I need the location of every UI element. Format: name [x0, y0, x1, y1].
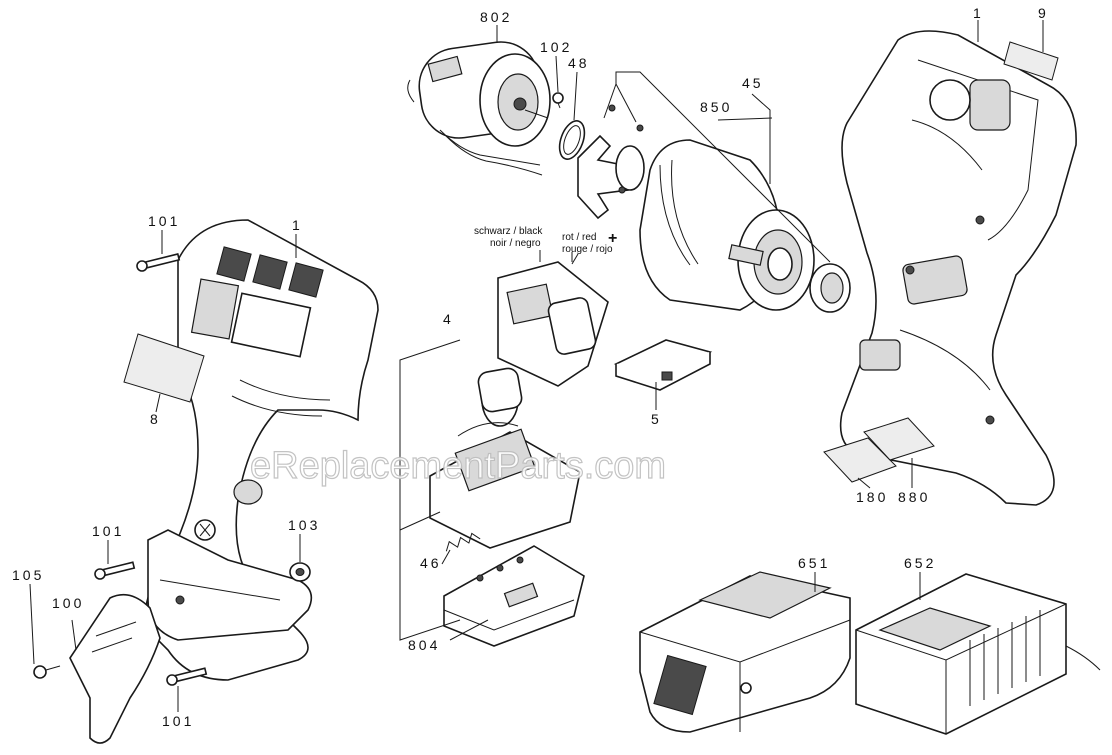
label-9: 9	[1038, 5, 1049, 21]
label-100: 100	[52, 595, 84, 611]
label-180: 180	[856, 489, 888, 505]
battery-651	[639, 571, 851, 733]
screw-105	[33, 665, 61, 679]
label-880: 880	[898, 489, 930, 505]
part-labels: 802 102 48 45 850 1 9 101 1 4 8 5 180 88…	[12, 5, 1049, 729]
label-101-bottom: 101	[162, 713, 194, 729]
leader-lines	[29, 20, 1044, 712]
o-ring-48	[558, 120, 586, 160]
screw-101-mid	[94, 561, 136, 580]
label-5: 5	[651, 411, 662, 427]
gear-housing-45	[639, 139, 815, 311]
spring-46	[445, 532, 481, 552]
label-1-left: 1	[292, 217, 303, 233]
screw-102	[552, 92, 564, 109]
housing-right-1	[839, 30, 1077, 506]
label-105: 105	[12, 567, 44, 583]
lever-5	[613, 339, 713, 391]
label-101-mid: 101	[92, 523, 124, 539]
screw-101-top	[136, 253, 181, 272]
label-651: 651	[798, 555, 830, 571]
nut-103	[289, 562, 311, 582]
sticker-880	[863, 417, 935, 461]
watermark: eReplacementParts.com	[250, 445, 666, 487]
contact-plate-804	[443, 545, 585, 647]
label-802: 802	[480, 9, 512, 25]
label-102: 102	[540, 39, 572, 55]
wire-black-line2: noir / negro	[490, 238, 541, 249]
wire-red-line2: rouge / rojo	[562, 244, 613, 255]
spindle-850	[577, 104, 645, 220]
housing-left-1	[144, 219, 379, 681]
charger-652	[855, 573, 1101, 735]
label-48: 48	[568, 55, 590, 71]
sticker-9	[1003, 41, 1059, 81]
bracket-45-850	[603, 71, 831, 263]
label-652: 652	[904, 555, 936, 571]
wire-red-line1: rot / red	[562, 232, 596, 243]
switch-4	[429, 252, 609, 549]
belt-clip-100	[69, 593, 161, 744]
ring-sleeve	[809, 263, 851, 313]
label-8: 8	[150, 411, 161, 427]
wire-plus-sign: +	[608, 230, 617, 247]
label-45: 45	[742, 75, 764, 91]
label-1-right: 1	[973, 5, 984, 21]
label-101-top: 101	[148, 213, 180, 229]
motor-802	[407, 41, 551, 176]
label-4: 4	[443, 311, 454, 327]
label-850: 850	[700, 99, 732, 115]
sticker-180	[823, 437, 897, 483]
wire-black-line1: schwarz / black	[474, 226, 543, 237]
bracket-4	[399, 339, 461, 641]
label-804: 804	[408, 637, 440, 653]
label-103: 103	[288, 517, 320, 533]
label-46: 46	[420, 555, 442, 571]
sticker-8	[123, 333, 205, 403]
wire-labels: schwarz / black noir / negro rot / red +…	[474, 226, 617, 255]
screw-101-bottom	[166, 667, 208, 686]
